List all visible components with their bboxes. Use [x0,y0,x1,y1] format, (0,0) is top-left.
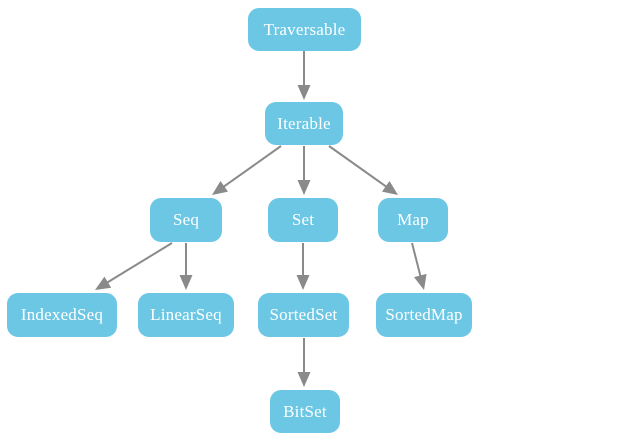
node-label-indexedseq: IndexedSeq [20,305,104,324]
node-label-iterable: Iterable [277,113,331,133]
node-sortedmap[interactable]: SortedMap [376,293,472,337]
arrowhead-icon [95,276,112,290]
node-seq[interactable]: Seq [150,198,222,242]
node-label-sortedmap: SortedMap [385,305,463,324]
arrowhead-icon [179,275,193,290]
arrowhead-icon [382,181,398,195]
arrowhead-icon [297,180,311,195]
node-label-seq: Seq [172,210,200,229]
node-label-sortedset: SortedSet [269,305,338,324]
edge-line [411,242,422,278]
edge-iterable-seq [212,145,282,195]
node-label-bitset: BitSet [283,401,327,421]
arrowhead-icon [297,372,311,387]
node-set[interactable]: Set [268,198,338,242]
edge-seq-linearseq [179,243,193,290]
edge-line [105,242,173,285]
edge-set-sortedset [296,243,310,290]
node-bitset[interactable]: BitSet [270,390,340,433]
edge-iterable-set [297,146,311,195]
edge-seq-indexedseq [95,242,173,290]
node-map[interactable]: Map [378,198,448,242]
node-linearseq[interactable]: LinearSeq [138,293,234,337]
arrowhead-icon [413,273,427,290]
node-traversable[interactable]: Traversable [248,8,361,51]
arrowhead-icon [296,275,310,290]
arrowhead-icon [212,181,228,195]
node-iterable[interactable]: Iterable [265,102,343,145]
arrowhead-icon [297,85,311,100]
edge-traversable-iterable [297,51,311,100]
node-indexedseq[interactable]: IndexedSeq [7,293,117,337]
edge-line [328,145,388,189]
node-label-map: Map [397,210,429,229]
edge-line [222,145,282,189]
node-label-set: Set [291,210,315,229]
edge-sortedset-bitset [297,338,311,387]
node-sortedset[interactable]: SortedSet [258,293,349,337]
edge-iterable-map [328,145,398,195]
node-label-linearseq: LinearSeq [150,305,222,324]
node-label-traversable: Traversable [263,19,346,39]
edge-map-sortedmap [411,242,427,290]
